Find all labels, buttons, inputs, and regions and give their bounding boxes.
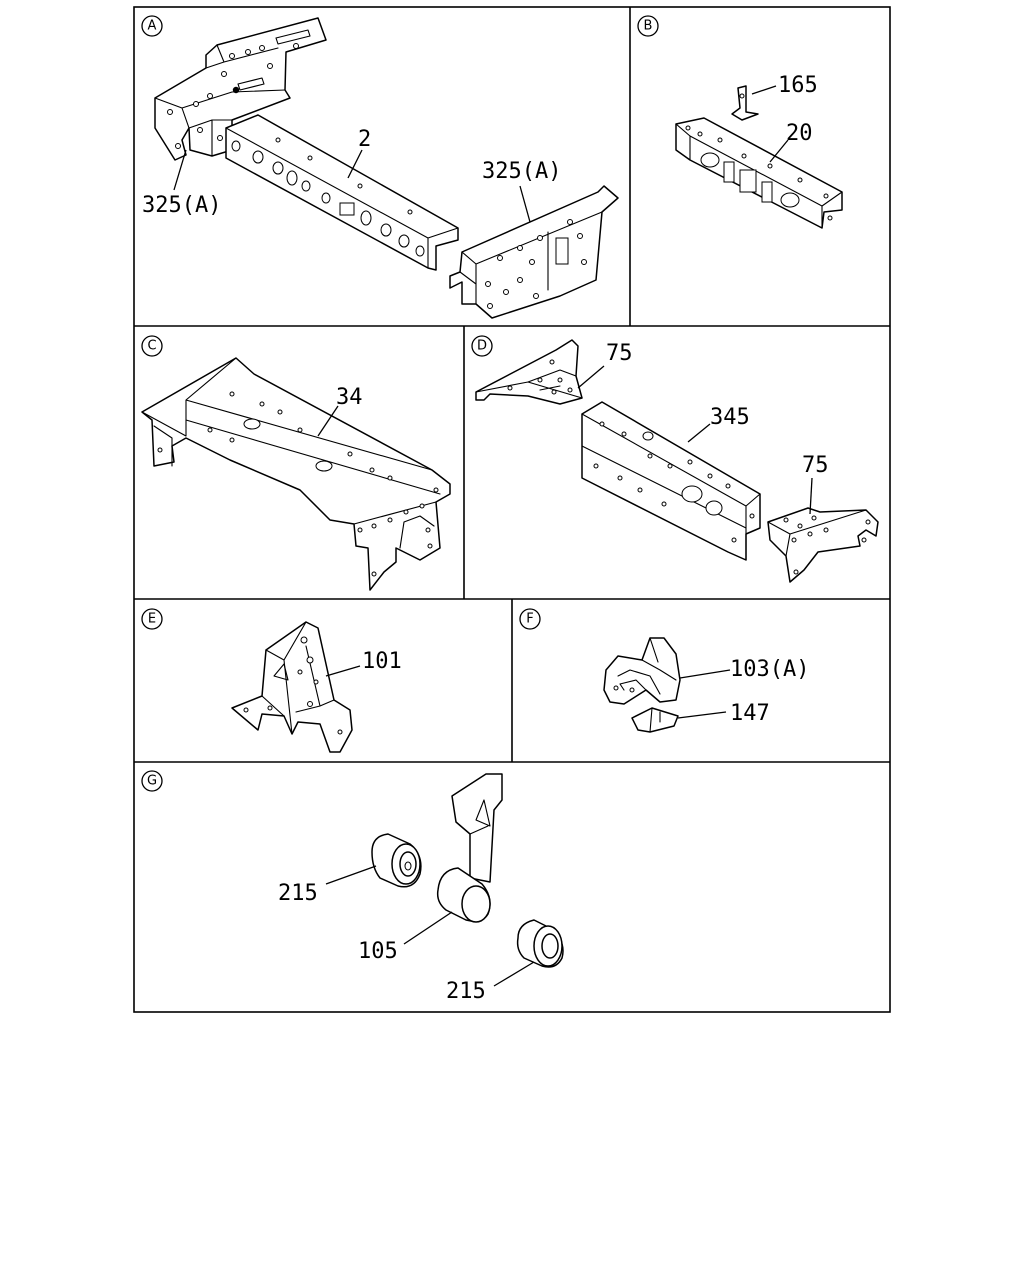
leader-20 — [769, 139, 789, 163]
label-20: 20 — [786, 121, 813, 146]
label-2: 2 — [358, 127, 371, 152]
panel-g-letter-text: G — [147, 774, 157, 789]
crossmember-345-part — [581, 401, 761, 561]
panel-g: G 215 105 215 — [141, 770, 564, 1004]
panel-e: E 101 — [141, 608, 402, 753]
crossmember-2-part — [225, 114, 459, 271]
panel-b-letter: B — [637, 15, 659, 37]
leader-2 — [347, 149, 363, 179]
leader-75-upper — [577, 365, 605, 389]
crossmember-20-part — [675, 117, 843, 229]
panel-b: B 165 20 — [637, 15, 843, 229]
panel-f-letter-text: F — [526, 612, 533, 627]
label-215-lower: 215 — [446, 979, 486, 1004]
leader-75-lower — [809, 477, 813, 515]
panel-f: F 103(A) 147 — [519, 608, 809, 733]
panel-a-letter-text: A — [148, 19, 157, 34]
label-75-upper: 75 — [606, 341, 633, 366]
panel-c-letter-text: C — [147, 339, 156, 354]
label-147: 147 — [730, 701, 770, 726]
label-103a: 103(A) — [730, 657, 809, 682]
leader-325a-right — [519, 185, 531, 223]
leader-147 — [677, 711, 727, 719]
arm-105-part — [436, 773, 503, 923]
label-101: 101 — [362, 649, 402, 674]
left-bracket-part — [154, 17, 327, 161]
label-75-lower: 75 — [802, 453, 829, 478]
label-345: 345 — [710, 405, 750, 430]
leader-165 — [751, 85, 777, 95]
leader-105 — [403, 911, 453, 945]
panel-d-letter: D — [471, 335, 493, 357]
label-325a-right: 325(A) — [482, 159, 561, 184]
panel-a-letter: A — [141, 15, 163, 37]
plate-147-part — [631, 707, 679, 733]
panel-e-letter-text: E — [148, 612, 156, 627]
bracket-75-upper-part — [475, 339, 583, 405]
panel-f-letter: F — [519, 608, 541, 630]
panel-a: A — [141, 15, 619, 319]
label-34: 34 — [336, 385, 363, 410]
bracket-75-lower-part — [767, 507, 879, 583]
panel-c: C 34 — [141, 335, 451, 591]
hanger-103a-part — [603, 637, 681, 705]
diagram-frame — [133, 6, 891, 1013]
leader-325a-left — [173, 149, 187, 191]
leader-103a — [679, 669, 731, 679]
label-165: 165 — [778, 73, 818, 98]
small-bracket-165-part — [731, 85, 759, 121]
panel-d: D — [471, 335, 879, 583]
leader-345 — [687, 423, 711, 443]
crossmember-34-part — [141, 357, 451, 591]
panel-d-letter-text: D — [477, 339, 487, 354]
label-215-upper: 215 — [278, 881, 318, 906]
label-325a-left: 325(A) — [142, 193, 221, 218]
panel-e-letter: E — [141, 608, 163, 630]
panel-g-letter: G — [141, 770, 163, 792]
right-bracket-part — [449, 185, 619, 319]
leader-215-lower — [493, 961, 535, 987]
leader-34 — [317, 405, 339, 437]
bushing-215-upper-part — [371, 833, 422, 888]
label-105: 105 — [358, 939, 398, 964]
bracket-101-part — [231, 621, 353, 753]
leader-215-upper — [325, 865, 377, 885]
panel-c-letter: C — [141, 335, 163, 357]
bushing-215-lower-part — [516, 919, 564, 968]
leader-101 — [325, 665, 361, 677]
panel-b-letter-text: B — [644, 19, 653, 34]
